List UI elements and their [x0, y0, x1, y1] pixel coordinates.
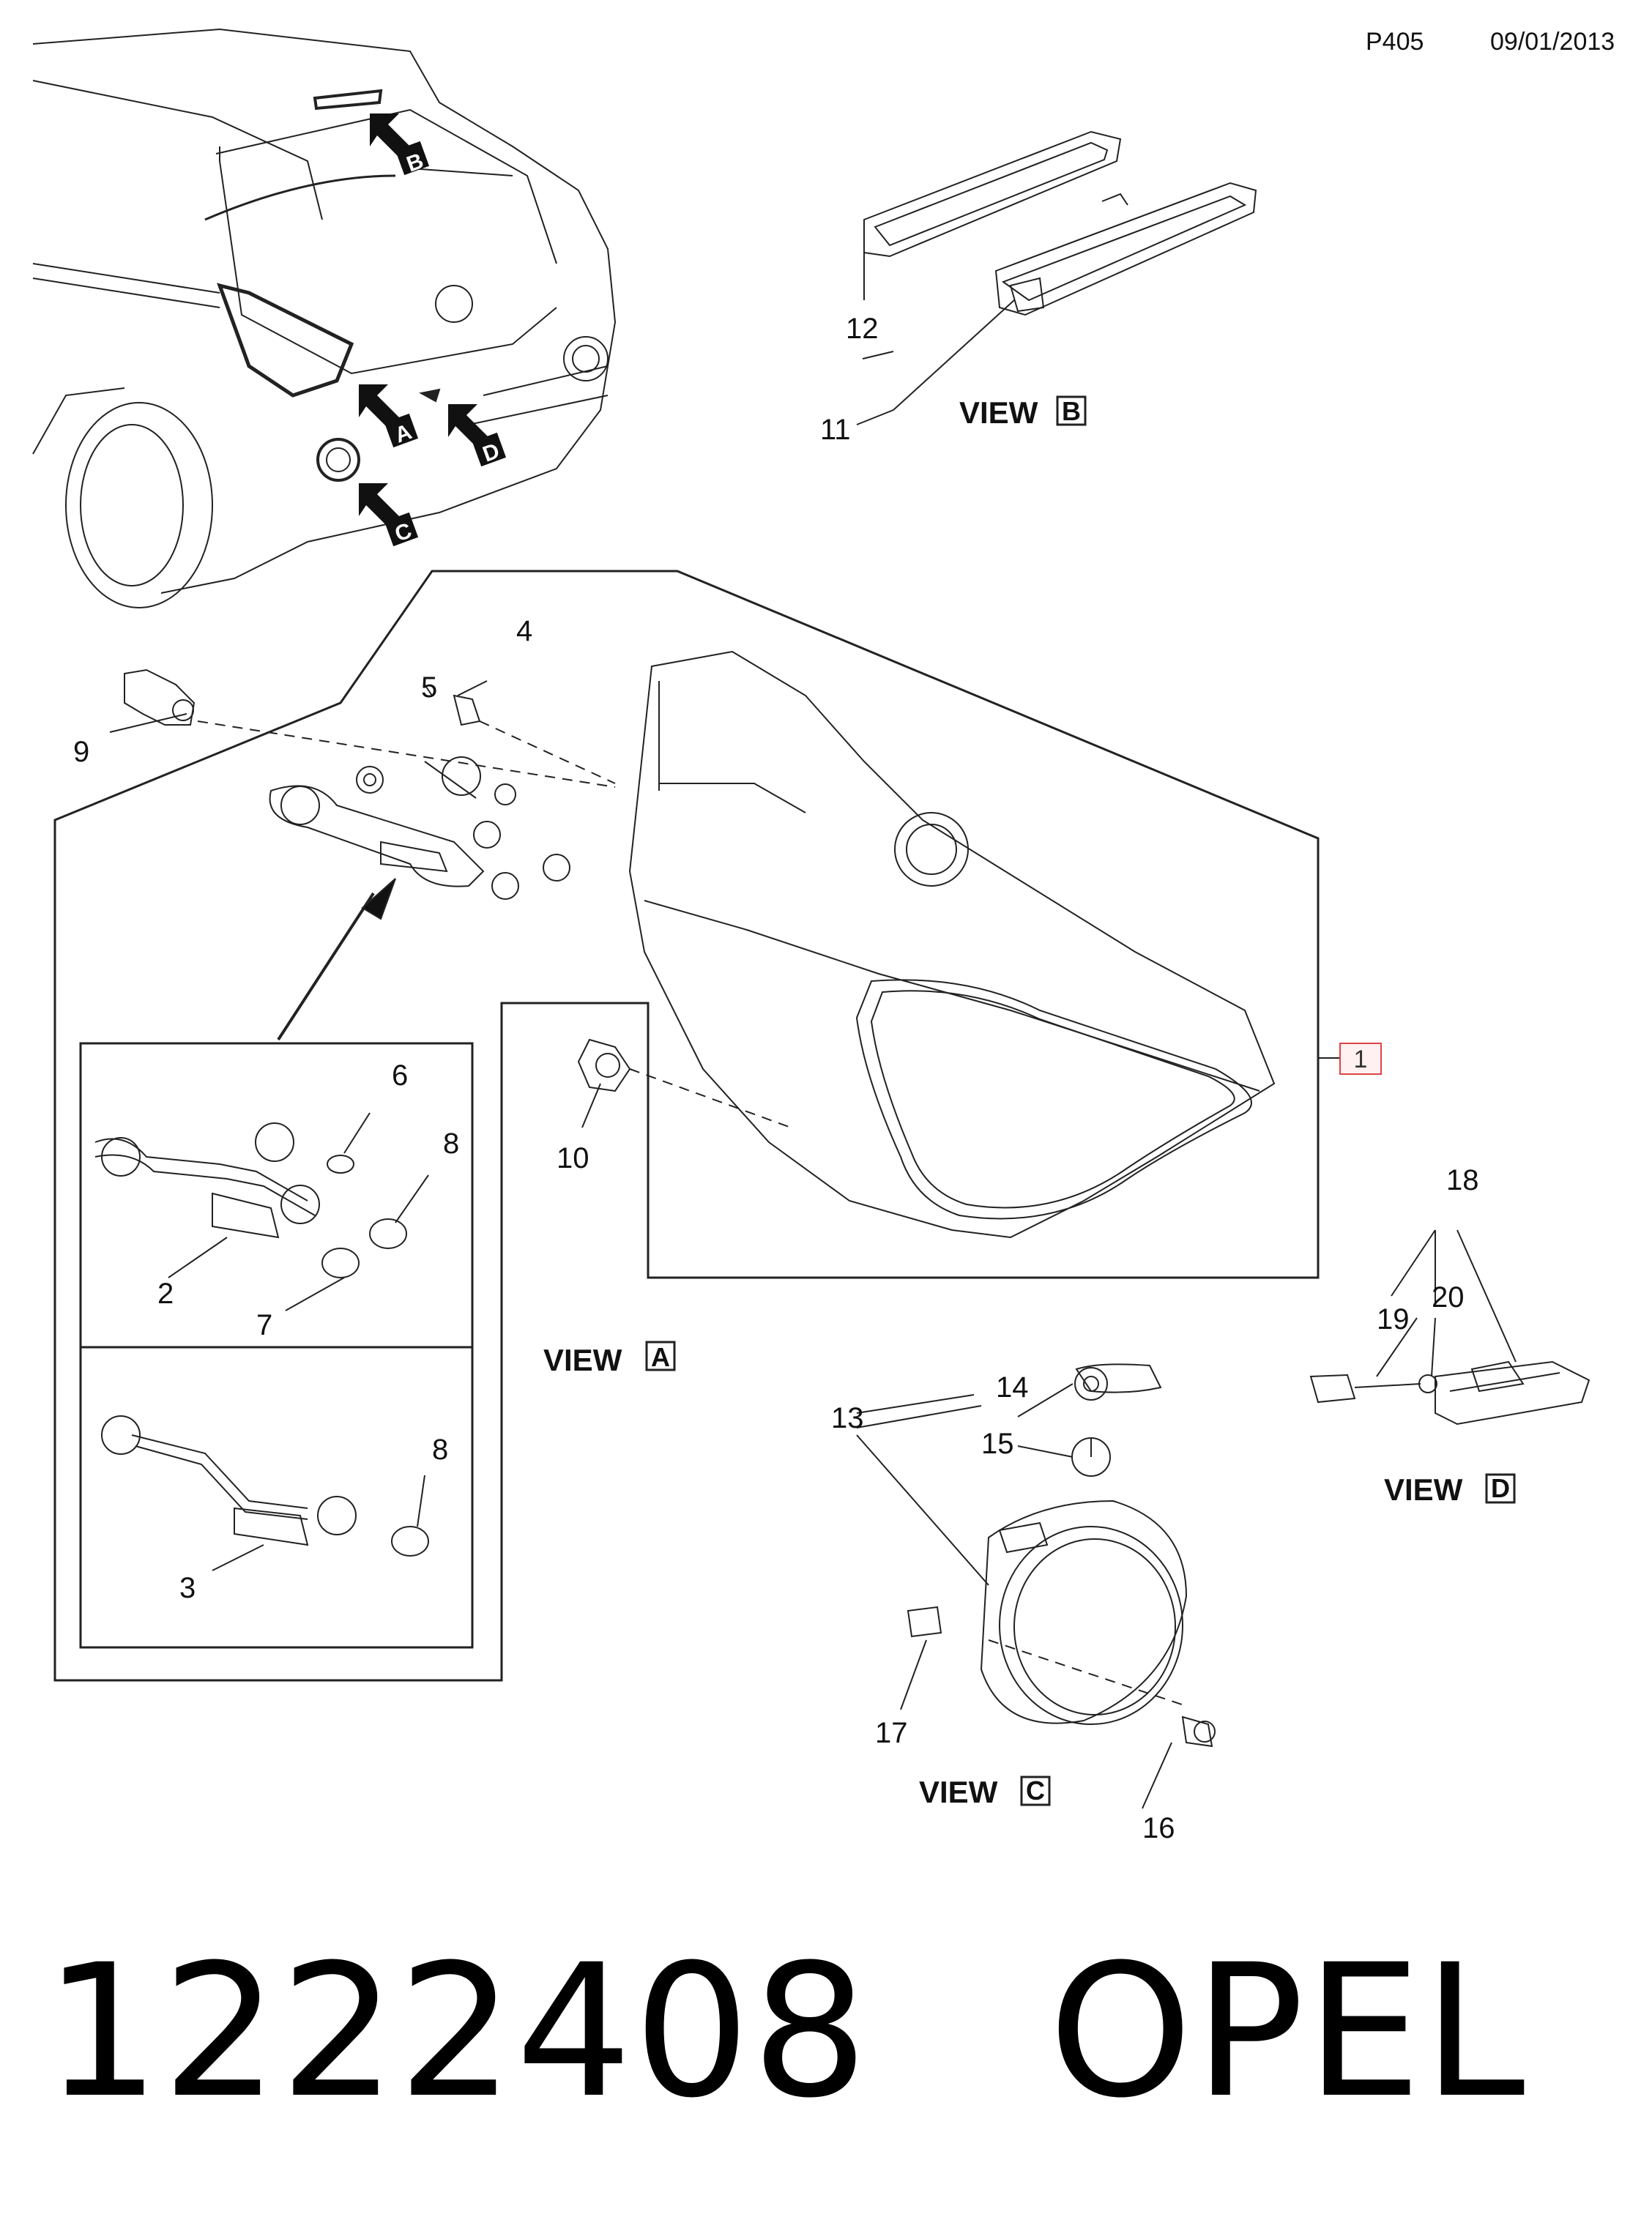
view-a-letter: A: [651, 1342, 670, 1372]
callout-8a: 8: [443, 1128, 459, 1160]
harness-box-3: [79, 1346, 474, 1649]
view-d-letter: D: [1491, 1473, 1510, 1503]
footer-caption: 1222408 OPEL: [44, 1940, 1527, 2123]
view-a-outline: [53, 570, 1340, 1682]
callout-13: 13: [831, 1402, 864, 1434]
view-b-label: VIEW: [959, 395, 1038, 430]
callout-11: 11: [820, 414, 851, 446]
view-a-small-parts: [109, 668, 792, 1128]
callout-20: 20: [1432, 1281, 1465, 1314]
callout-12: 12: [846, 313, 879, 345]
callout-19: 19: [1377, 1303, 1410, 1335]
callout-5: 5: [421, 671, 437, 704]
callout-15: 15: [981, 1428, 1014, 1460]
view-c-letter: C: [1026, 1776, 1045, 1806]
callout-8b: 8: [432, 1434, 448, 1466]
page-code: P405: [1366, 28, 1424, 56]
tail-lamp: [628, 650, 1276, 1239]
callout-3: 3: [179, 1572, 196, 1604]
view-c-label: VIEW: [919, 1775, 998, 1809]
view-b-parts: [856, 130, 1257, 425]
view-a-label: VIEW: [543, 1343, 622, 1377]
callout-7: 7: [256, 1309, 272, 1341]
arrow-b-icon: [370, 113, 430, 176]
callout-6: 6: [392, 1059, 408, 1092]
car-overview: [32, 28, 617, 608]
callout-16: 16: [1142, 1812, 1175, 1844]
view-b-letter: B: [1062, 396, 1081, 426]
callout-1: 1: [1354, 1046, 1368, 1073]
view-b-letter-box: [1056, 395, 1087, 426]
callout-2: 2: [157, 1278, 174, 1310]
page-date: 09/01/2013: [1490, 28, 1615, 56]
arrow-d-icon: [448, 404, 507, 467]
harness-box-2: [79, 1042, 474, 1349]
part-number: 1222408: [44, 1925, 870, 2138]
callout-14: 14: [996, 1371, 1029, 1404]
arrow-c-icon: [359, 483, 419, 547]
view-d-parts: [1309, 1229, 1590, 1426]
callout-10: 10: [557, 1142, 589, 1174]
callout-box-1: [1339, 1043, 1382, 1075]
view-d-label: VIEW: [1384, 1472, 1463, 1507]
callout-17: 17: [875, 1717, 908, 1749]
callout-4: 4: [516, 615, 532, 647]
arrow-a-icon: [359, 384, 419, 448]
view-a-letter-box: [645, 1341, 676, 1371]
view-c-letter-box: [1020, 1776, 1051, 1806]
view-d-letter-box: [1485, 1473, 1516, 1504]
brand-name: OPEL: [1048, 1925, 1527, 2138]
view-c-parts: [856, 1363, 1216, 1809]
callout-9: 9: [73, 736, 89, 768]
callout-18: 18: [1446, 1164, 1479, 1196]
